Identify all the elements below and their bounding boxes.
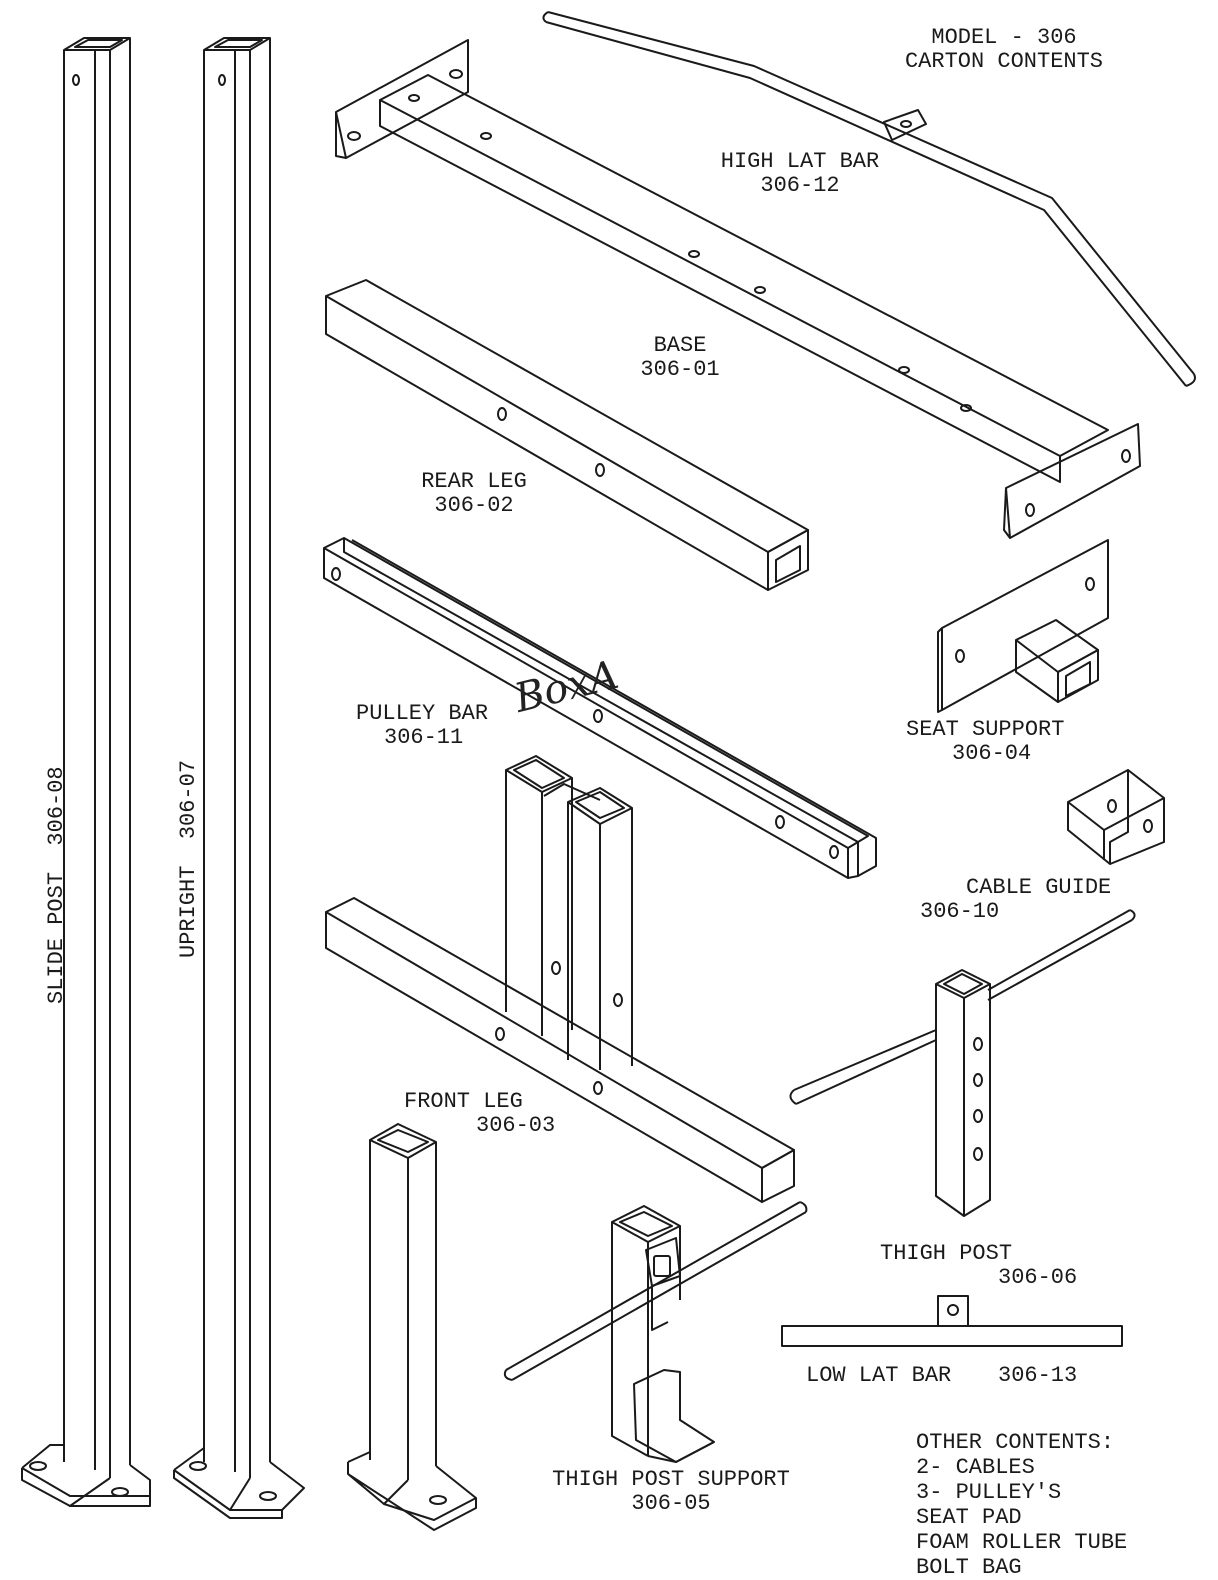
thigh-post-support-drawing (503, 1201, 808, 1463)
base-drawing (335, 39, 1141, 539)
thigh-post-support-code: 306-05 (631, 1491, 711, 1516)
other-contents-item: SEAT PAD (916, 1505, 1022, 1530)
slide-post-drawing (21, 37, 151, 1507)
short-post-drawing (347, 1123, 477, 1531)
thigh-post-name: THIGH POST (880, 1241, 1013, 1266)
other-contents-item: BOLT BAG (916, 1555, 1022, 1580)
seat-support-name: SEAT SUPPORT (906, 717, 1065, 742)
thigh-post-code: 306-06 (998, 1265, 1078, 1290)
model-title: MODEL - 306 (931, 25, 1077, 50)
pulley-bar-drawing (323, 537, 877, 879)
upright-drawing (173, 37, 305, 1519)
other-contents-item: 2- CABLES (916, 1455, 1035, 1480)
pulley-bar-code: 306-11 (384, 725, 464, 750)
low-lat-bar-name: LOW LAT BAR (806, 1363, 952, 1388)
other-contents: OTHER CONTENTS: 2- CABLES 3- PULLEY'S SE… (916, 1430, 1127, 1580)
front-leg-code: 306-03 (476, 1113, 556, 1138)
base-code: 306-01 (640, 357, 720, 382)
slide-post-label: SLIDE POST 306-08 (44, 766, 69, 1004)
base-name: BASE (653, 333, 707, 358)
carton-contents-title: CARTON CONTENTS (904, 49, 1104, 74)
front-leg-drawing (325, 755, 795, 1203)
rear-leg-name: REAR LEG (421, 469, 527, 494)
seat-support-code: 306-04 (952, 741, 1032, 766)
other-contents-item: FOAM ROLLER TUBE (916, 1530, 1128, 1555)
low-lat-bar-drawing (781, 1295, 1123, 1347)
high-lat-bar-code: 306-12 (760, 173, 840, 198)
pulley-bar-name: PULLEY BAR (356, 701, 489, 726)
other-contents-title: OTHER CONTENTS: (916, 1430, 1115, 1455)
cable-guide-name: CABLE GUIDE (966, 875, 1112, 900)
low-lat-bar-code: 306-13 (998, 1363, 1078, 1388)
cable-guide-drawing (1067, 769, 1165, 865)
front-leg-name: FRONT LEG (404, 1089, 523, 1114)
high-lat-bar-drawing (542, 11, 1196, 387)
cable-guide-code: 306-10 (920, 899, 1000, 924)
other-contents-item: 3- PULLEY'S (916, 1480, 1062, 1505)
upright-label: UPRIGHT 306-07 (176, 759, 201, 958)
rear-leg-code: 306-02 (434, 493, 514, 518)
seat-support-drawing (937, 539, 1109, 713)
thigh-post-drawing (789, 909, 1136, 1217)
rear-leg-drawing (325, 279, 809, 591)
thigh-post-support-name: THIGH POST SUPPORT (552, 1467, 790, 1492)
high-lat-bar-name: HIGH LAT BAR (720, 149, 880, 174)
